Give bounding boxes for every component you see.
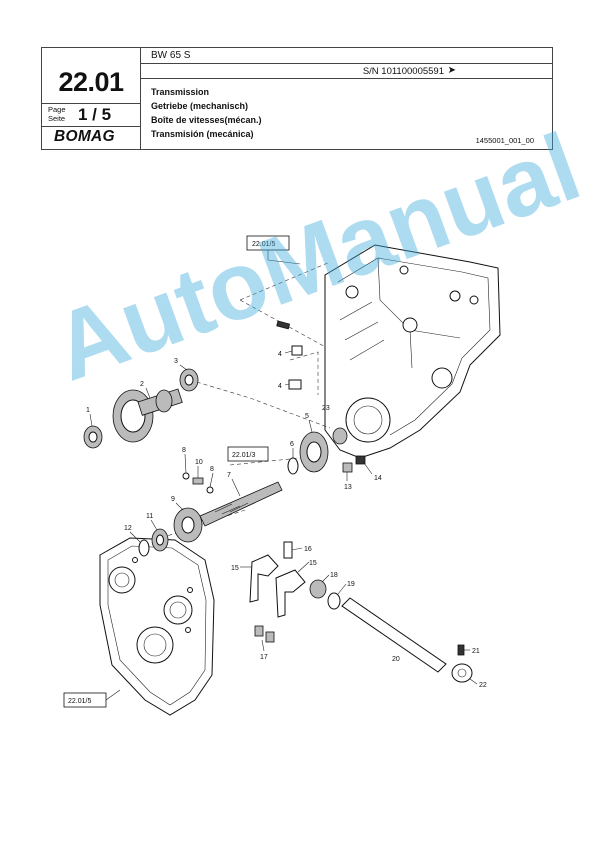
part-17-clip[interactable] [254, 625, 275, 643]
part-15-shift-fork[interactable] [275, 569, 306, 618]
gearbox-housing [324, 244, 501, 459]
callout-3[interactable]: 3 [174, 358, 178, 365]
ref-leader [267, 250, 301, 265]
callout-15[interactable]: 15 [231, 565, 239, 572]
callout-5[interactable]: 5 [305, 413, 309, 420]
callout-11[interactable]: 11 [146, 513, 153, 520]
header-block: BW 65 S S/N 101100005591 ➤ 22.01 Page Se… [41, 47, 553, 150]
callout-20[interactable]: 20 [392, 656, 400, 663]
part-11-bearing[interactable] [151, 528, 169, 552]
callout-16[interactable]: 16 [304, 546, 312, 553]
part-12-seal[interactable] [138, 539, 150, 557]
part-13-nut[interactable] [342, 462, 353, 473]
ref-label-middle: 22.01/3 [232, 452, 255, 459]
assembly-line [289, 351, 319, 395]
callout-7[interactable]: 7 [227, 472, 231, 479]
title-es: Transmisión (mecánica) [151, 129, 254, 139]
page-label-de: Seite [48, 114, 66, 123]
model-name: BW 65 S [151, 50, 191, 61]
callout-12[interactable]: 12 [124, 525, 132, 532]
ref-box-bottom[interactable]: 22.01/5 [63, 692, 107, 708]
callout-4[interactable]: 4 [278, 351, 282, 358]
callout-6[interactable]: 6 [290, 441, 294, 448]
page-label: Page Seite [48, 105, 66, 123]
header-divider [42, 103, 140, 104]
part-5-gear[interactable] [299, 427, 348, 473]
callout-1[interactable]: 1 [86, 407, 90, 414]
page-number: 1 / 5 [78, 105, 112, 124]
callout-10[interactable]: 10 [195, 459, 203, 466]
callout-2[interactable]: 2 [140, 381, 144, 388]
front-cover [99, 537, 215, 716]
part-4-screw[interactable] [276, 320, 303, 356]
callout-19[interactable]: 19 [347, 581, 355, 588]
page-label-en: Page [48, 105, 66, 114]
part-4-screw[interactable] [288, 379, 302, 390]
part-1-bearing[interactable] [83, 425, 103, 449]
title-fr: Boîte de vitesses(mécan.) [151, 115, 262, 125]
assembly-line [154, 509, 246, 541]
callout-9[interactable]: 9 [171, 496, 175, 503]
assembly-line [229, 457, 301, 466]
callout-4[interactable]: 4 [278, 383, 282, 390]
ref-box-top[interactable]: 22.01/5 [246, 235, 290, 251]
section-number: 22.01 [58, 67, 124, 97]
callout-18[interactable]: 18 [330, 572, 338, 579]
callout-15[interactable]: 15 [309, 560, 317, 567]
assembly-line [189, 379, 331, 429]
callout-leaders [89, 350, 478, 685]
callout-23[interactable]: 23 [322, 405, 330, 412]
part-16-bolt[interactable] [283, 541, 293, 559]
part-8-ring[interactable] [206, 486, 214, 494]
callout-8[interactable]: 8 [182, 447, 186, 454]
part-22-collar[interactable] [451, 663, 473, 683]
part-7-shaft[interactable] [199, 481, 283, 527]
ref-label-top: 22.01/5 [252, 241, 275, 248]
part-14-bolt[interactable] [355, 455, 366, 465]
title-en: Transmission [151, 87, 210, 97]
ref-box-middle[interactable]: 22.01/3 [227, 446, 269, 462]
header-divider [140, 78, 552, 79]
title-de: Getriebe (mechanisch) [151, 101, 249, 111]
callout-8[interactable]: 8 [210, 466, 214, 473]
ref-bracket [239, 261, 341, 356]
document-id: 1455001_001_00 [475, 136, 534, 145]
arrow-right-icon: ➤ [447, 65, 456, 76]
callout-14[interactable]: 14 [374, 475, 382, 482]
part-9-gear[interactable] [173, 507, 203, 543]
part-6-washer[interactable] [287, 457, 299, 475]
header-divider [140, 63, 552, 64]
part-3-bearing[interactable] [179, 368, 199, 392]
header-divider [140, 48, 141, 149]
callout-17[interactable]: 17 [260, 654, 268, 661]
part-2-gear-cluster[interactable] [112, 388, 183, 443]
callout-22[interactable]: 22 [479, 682, 487, 689]
part-15-shift-fork[interactable] [249, 554, 279, 603]
ref-leader [105, 689, 121, 701]
callouts: 1 2 3 4 4 5 6 7 8 8 9 10 11 12 13 14 15 … [86, 351, 487, 689]
part-18-collar[interactable] [309, 579, 327, 599]
serial-number: S/N 101100005591 [362, 66, 444, 77]
part-10-spring[interactable] [192, 477, 204, 485]
part-19-ring[interactable] [327, 592, 341, 610]
callout-13[interactable]: 13 [344, 484, 352, 491]
part-8-ring[interactable] [182, 472, 190, 480]
ref-label-bottom: 22.01/5 [68, 698, 91, 705]
callout-21[interactable]: 21 [472, 648, 480, 655]
bomag-logo: BOMAG [54, 128, 115, 145]
part-20-rod[interactable] [341, 597, 447, 673]
header-divider [42, 126, 140, 127]
